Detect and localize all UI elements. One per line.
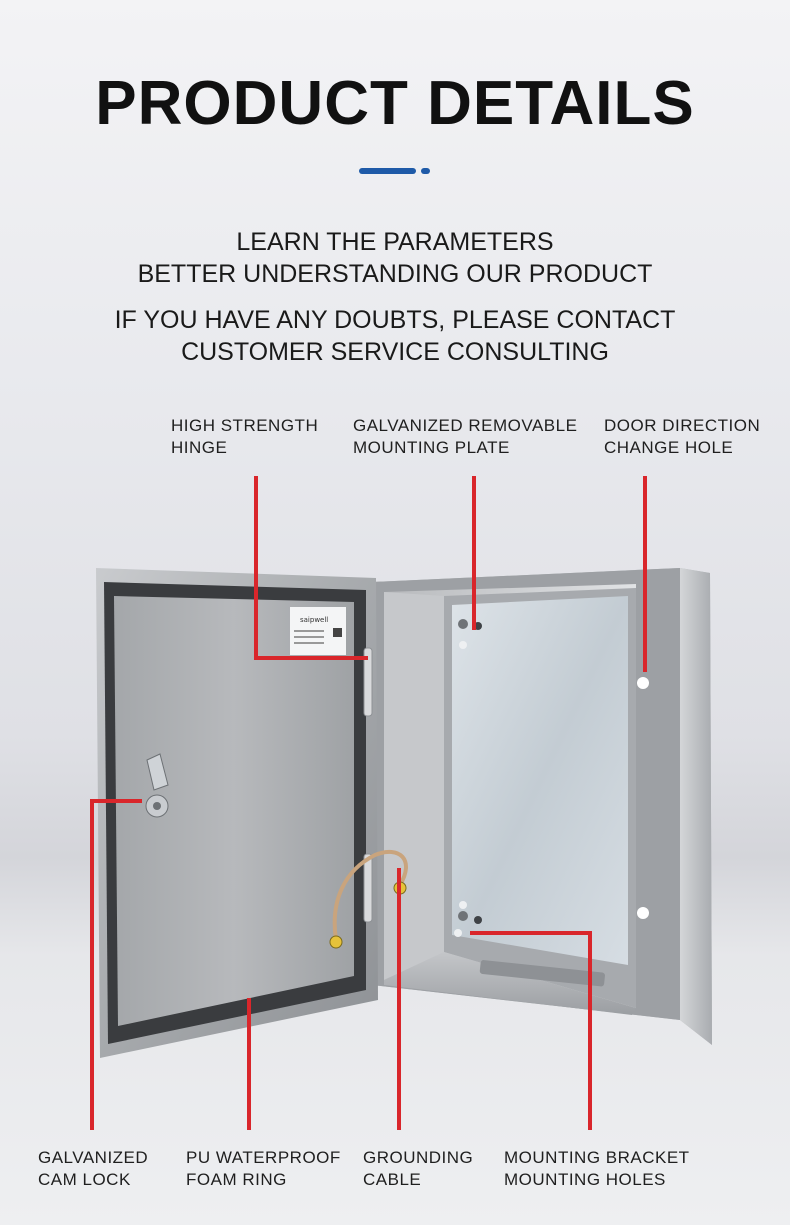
grounding-terminal	[329, 935, 343, 949]
callout-foam-ring: PU WATERPROOF FOAM RING	[186, 1147, 341, 1191]
title-divider-short	[421, 168, 430, 174]
callout-line-cam-lock	[90, 799, 142, 1130]
cam-lock	[146, 753, 169, 791]
door-direction-hole	[637, 677, 649, 689]
callout-mounting-plate: GALVANIZED REMOVABLE MOUNTING PLATE	[353, 415, 577, 459]
callout-grounding-line2: CABLE	[363, 1170, 422, 1189]
nameplate-brand: saipwell	[300, 616, 328, 624]
hinge-bottom	[363, 853, 373, 923]
callout-door-hole: DOOR DIRECTION CHANGE HOLE	[604, 415, 760, 459]
callout-bracket-line1: MOUNTING BRACKET	[504, 1148, 690, 1167]
mounting-plate	[452, 596, 628, 965]
title-divider-long	[359, 168, 416, 174]
callout-grounding-line1: GROUNDING	[363, 1148, 474, 1167]
callout-hinge-line1: HIGH STRENGTH	[171, 416, 319, 435]
intro-line-4: CUSTOMER SERVICE CONSULTING	[181, 338, 609, 366]
callout-mounting-plate-line1: GALVANIZED REMOVABLE	[353, 416, 578, 435]
enclosure-body	[372, 568, 712, 1045]
grounding-cable	[332, 849, 408, 941]
callout-hinge-line2: HINGE	[171, 438, 228, 457]
callout-door-hole-line2: CHANGE HOLE	[604, 438, 734, 457]
callout-hinge: HIGH STRENGTH HINGE	[171, 415, 318, 459]
bracket-screw	[458, 619, 468, 629]
callout-lines	[90, 476, 647, 1130]
page-title: PRODUCT DETAILS	[95, 69, 695, 138]
enclosure-door: saipwell	[96, 568, 378, 1058]
intro-line-2: BETTER UNDERSTANDING OUR PRODUCT	[137, 260, 653, 288]
callout-foam-ring-line1: PU WATERPROOF	[186, 1148, 341, 1167]
callout-grounding: GROUNDING CABLE	[363, 1147, 473, 1191]
callout-cam-lock: GALVANIZED CAM LOCK	[38, 1147, 148, 1191]
callout-line-bracket	[470, 931, 592, 1130]
callout-mounting-plate-line2: MOUNTING PLATE	[353, 438, 510, 457]
callout-cam-lock-line1: GALVANIZED	[38, 1148, 149, 1167]
callout-bracket: MOUNTING BRACKET MOUNTING HOLES	[504, 1147, 690, 1191]
intro-line-3: IF YOU HAVE ANY DOUBTS, PLEASE CONTACT	[114, 306, 676, 334]
callout-cam-lock-line2: CAM LOCK	[38, 1170, 131, 1189]
callout-foam-ring-line2: FOAM RING	[186, 1170, 287, 1189]
callout-door-hole-line1: DOOR DIRECTION	[604, 416, 761, 435]
callout-bracket-line2: MOUNTING HOLES	[504, 1170, 666, 1189]
intro-line-1: LEARN THE PARAMETERS	[236, 228, 554, 256]
callout-line-hinge	[254, 476, 368, 660]
hinge-top	[363, 647, 373, 717]
